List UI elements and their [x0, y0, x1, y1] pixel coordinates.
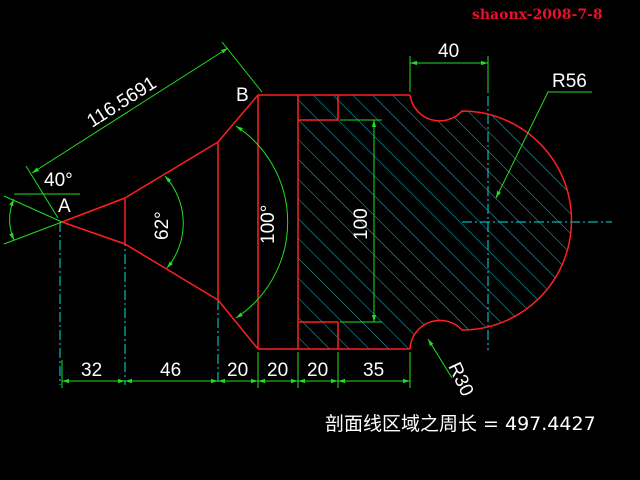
point-a-label: A	[58, 196, 71, 217]
dim-bottom-46: 46	[160, 360, 181, 381]
dim-bottom-35: 35	[363, 360, 384, 381]
point-b-label: B	[236, 85, 249, 106]
dim-bottom-32: 32	[81, 360, 102, 381]
hatched-section	[298, 95, 572, 349]
dim-angle-100: 100°	[258, 205, 279, 244]
dim-radius-56: R56	[552, 71, 587, 92]
dim-bottom-20a: 20	[227, 360, 248, 381]
dim-bottom-20b: 20	[267, 360, 288, 381]
dim-angle-40: 40°	[44, 170, 73, 191]
watermark: shaonx-2008-7-8	[472, 7, 603, 23]
dim-height-100: 100	[351, 208, 372, 240]
dim-top-40: 40	[438, 41, 459, 62]
centerlines	[59, 60, 612, 385]
dim-angle-62: 62°	[152, 211, 173, 240]
dim-bottom-20c: 20	[307, 360, 328, 381]
dim-aligned-length: 116.5691	[83, 73, 160, 133]
perimeter-readout: 剖面线区域之周长 = 497.4427	[325, 413, 596, 435]
dim-radius-30: R30	[443, 359, 477, 399]
dimension-lines	[3, 41, 592, 388]
